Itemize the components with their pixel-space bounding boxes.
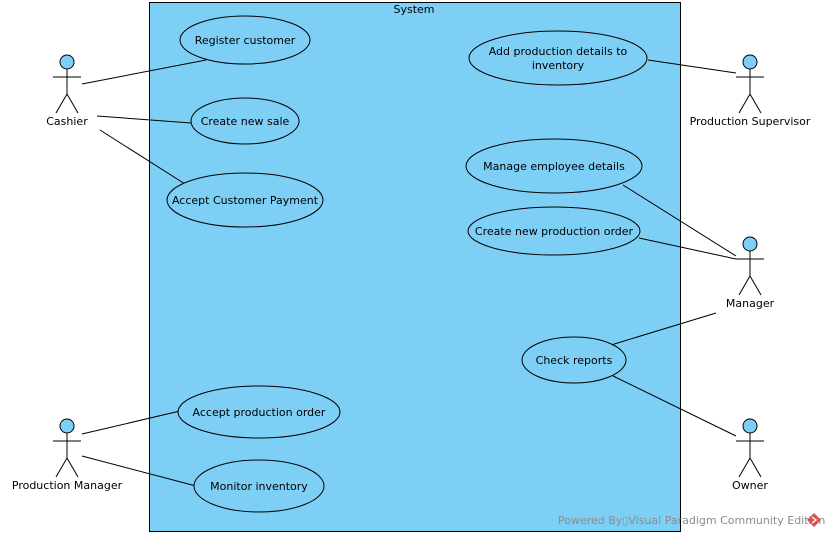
use-case-label: Accept Customer Payment (172, 194, 319, 207)
association-production-manager-monitor-inventory[interactable] (81, 455, 197, 487)
actor-cashier[interactable]: Cashier (46, 54, 88, 128)
associations-layer (81, 59, 737, 487)
system-label: System (393, 3, 434, 16)
use-case-register-customer[interactable]: Register customer (179, 15, 311, 65)
use-case-ellipse[interactable] (166, 172, 324, 228)
system-boundary[interactable] (149, 2, 681, 532)
actor-figure-icon (736, 54, 764, 114)
association-production-manager-accept-production-order[interactable] (81, 410, 181, 435)
use-case-accept-production-order[interactable]: Accept production order (177, 385, 341, 439)
association-manager-create-new-production-order[interactable] (638, 237, 737, 260)
use-case-ellipse[interactable] (467, 206, 641, 256)
actor-label: Production Manager (12, 479, 123, 492)
use-case-create-new-sale[interactable]: Create new sale (190, 97, 300, 145)
use-case-monitor-inventory[interactable]: Monitor inventory (193, 459, 325, 513)
actor-figure-icon (736, 236, 764, 296)
association-owner-check-reports[interactable] (612, 375, 737, 437)
watermark-text: Powered By▯Visual Paradigm Community Edi… (558, 514, 825, 527)
actor-figure-icon (53, 418, 81, 478)
actor-label: Owner (732, 479, 768, 492)
use-case-ellipse[interactable] (190, 97, 300, 145)
use-case-label: Accept production order (193, 406, 326, 419)
use-case-label: inventory (532, 59, 585, 72)
use-case-ellipse[interactable] (521, 336, 627, 384)
use-case-label: Create new sale (201, 115, 290, 128)
use-case-label: Add production details to (489, 45, 628, 58)
actor-production-manager[interactable]: Production Manager (12, 418, 123, 492)
association-cashier-create-new-sale[interactable] (96, 115, 192, 124)
use-case-manage-employee-details[interactable]: Manage employee details (465, 138, 643, 194)
use-case-create-new-production-order[interactable]: Create new production order (467, 206, 641, 256)
visual-paradigm-logo-icon (807, 513, 821, 527)
actor-manager[interactable]: Manager (726, 236, 775, 310)
use-case-ellipse[interactable] (193, 459, 325, 513)
use-case-ellipse[interactable] (179, 15, 311, 65)
association-manager-manage-employee-details[interactable] (622, 184, 737, 257)
use-case-ellipse[interactable] (468, 30, 648, 86)
association-production-supervisor-add-production-details[interactable] (647, 59, 737, 74)
association-manager-check-reports[interactable] (610, 312, 717, 346)
use-case-label: Register customer (195, 34, 296, 47)
association-cashier-register-customer[interactable] (81, 59, 207, 85)
use-case-ellipse[interactable] (177, 385, 341, 439)
actor-label: Cashier (46, 115, 88, 128)
actor-owner[interactable]: Owner (732, 418, 768, 492)
actor-label: Manager (726, 297, 775, 310)
actor-figure-icon (53, 54, 81, 114)
actor-production-supervisor[interactable]: Production Supervisor (690, 54, 811, 128)
use-case-label: Manage employee details (483, 160, 625, 173)
use-case-accept-customer-payment[interactable]: Accept Customer Payment (166, 172, 324, 228)
actor-figure-icon (736, 418, 764, 478)
use-case-label: Monitor inventory (210, 480, 308, 493)
actor-label: Production Supervisor (690, 115, 811, 128)
actors-layer: Cashier Production SupervisorManagerProdu… (12, 54, 811, 492)
association-cashier-accept-customer-payment[interactable] (99, 129, 186, 185)
use-case-ellipse[interactable] (465, 138, 643, 194)
use-case-check-reports[interactable]: Check reports (521, 336, 627, 384)
use-case-label: Create new production order (475, 225, 634, 238)
use-case-label: Check reports (536, 354, 613, 367)
